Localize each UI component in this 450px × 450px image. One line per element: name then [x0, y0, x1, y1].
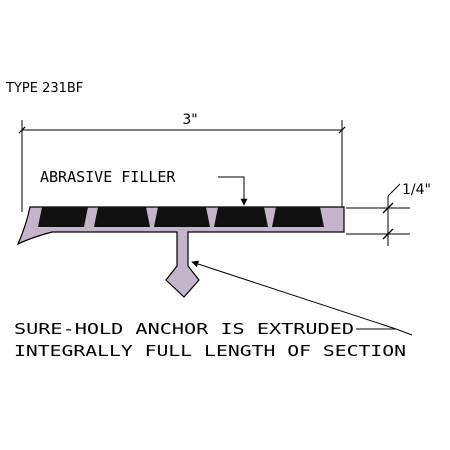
width-dimension: 3": [18, 112, 346, 212]
thickness-tick-bottom: [382, 228, 394, 240]
filler-callout-label: ABRASIVE FILLER: [40, 168, 176, 186]
filler-strip-1: [38, 207, 88, 227]
filler-strip-4: [214, 207, 268, 227]
extrusion-profile: [16, 206, 345, 298]
abrasive-filler-strips: [38, 207, 324, 227]
filler-leader: [218, 176, 248, 206]
thickness-label: 1/4": [402, 182, 431, 198]
filler-strip-3: [154, 207, 210, 227]
thickness-leader: [387, 183, 401, 197]
anchor-leader-end: [395, 328, 413, 336]
anchor-callout-line1: SURE-HOLD ANCHOR IS EXTRUDED: [14, 320, 354, 338]
thickness-dimension: 1/4": [346, 182, 431, 246]
filler-callout: ABRASIVE FILLER: [40, 168, 248, 206]
anchor-callout: SURE-HOLD ANCHOR IS EXTRUDED INTEGRALLY …: [14, 260, 413, 360]
filler-strip-2: [94, 207, 150, 227]
anchor-callout-line2: INTEGRALLY FULL LENGTH OF SECTION: [14, 342, 406, 360]
thickness-tick-top: [382, 202, 394, 214]
drawing-title: TYPE 231BF: [5, 81, 83, 96]
width-label: 3": [182, 112, 197, 128]
anchor-leader: [191, 260, 397, 330]
filler-strip-5: [272, 207, 324, 227]
